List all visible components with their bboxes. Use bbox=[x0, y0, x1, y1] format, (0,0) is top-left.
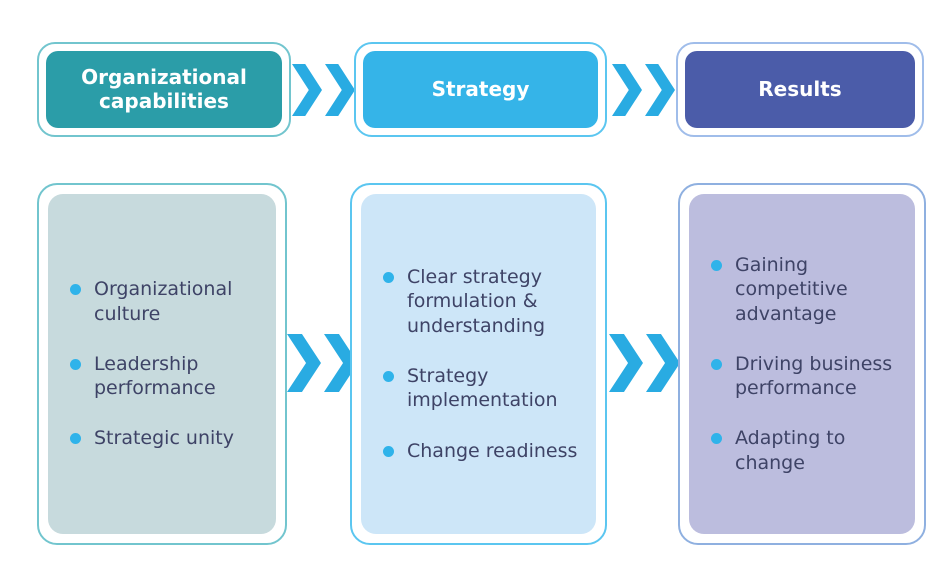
chevron-right-icon bbox=[292, 64, 322, 116]
list-item-label: Driving business performance bbox=[735, 352, 893, 400]
list-item: Gaining competitive advantage bbox=[711, 253, 905, 326]
bullet-dot-icon bbox=[383, 371, 394, 382]
list-item: Leadership performance bbox=[70, 352, 266, 401]
chevron-right-icon bbox=[645, 64, 675, 116]
stage-header-strategy: Strategy bbox=[354, 42, 607, 137]
list-item: Adapting to change bbox=[711, 426, 905, 475]
bullet-dot-icon bbox=[70, 284, 81, 296]
list-item: Strategy implementation bbox=[383, 364, 586, 413]
bullet-list: Organizational culture Leadership perfor… bbox=[48, 194, 276, 534]
chevron-right-icon bbox=[612, 64, 642, 116]
stage-header-label: Strategy bbox=[363, 51, 598, 128]
list-item-label: Organizational culture bbox=[94, 278, 233, 325]
list-item: Change readiness bbox=[383, 439, 586, 463]
list-item-label: Change readiness bbox=[407, 439, 578, 462]
stage-header-organizational-capabilities: Organizational capabilities bbox=[37, 42, 291, 137]
chevron-right-icon bbox=[646, 334, 680, 392]
list-item-label: Clear strategy formulation & understandi… bbox=[407, 266, 546, 337]
list-item-label: Strategic unity bbox=[94, 427, 234, 450]
bullet-list: Gaining competitive advantage Driving bu… bbox=[689, 194, 915, 534]
stage-header-label: Organizational capabilities bbox=[46, 51, 282, 128]
bullet-list: Clear strategy formulation & understandi… bbox=[361, 194, 596, 534]
list-item: Driving business performance bbox=[711, 352, 905, 401]
list-item-label: Strategy implementation bbox=[407, 365, 558, 412]
list-item-label: Leadership performance bbox=[94, 352, 216, 400]
double-chevron-icon bbox=[612, 64, 675, 116]
chevron-right-icon bbox=[609, 334, 643, 392]
list-item: Clear strategy formulation & understandi… bbox=[383, 265, 586, 338]
chevron-right-icon bbox=[287, 334, 321, 392]
detail-panel-results: Gaining competitive advantage Driving bu… bbox=[678, 183, 926, 545]
bullet-dot-icon bbox=[711, 259, 722, 271]
double-chevron-icon bbox=[292, 64, 355, 116]
stage-header-results: Results bbox=[676, 42, 924, 137]
bullet-dot-icon bbox=[383, 272, 394, 284]
bullet-dot-icon bbox=[70, 433, 81, 445]
list-item-label: Gaining competitive advantage bbox=[735, 253, 848, 325]
double-chevron-icon bbox=[287, 334, 358, 392]
bullet-dot-icon bbox=[70, 358, 81, 370]
bullet-dot-icon bbox=[383, 445, 394, 457]
list-item-label: Adapting to change bbox=[735, 427, 846, 474]
list-item: Strategic unity bbox=[70, 426, 266, 450]
list-item: Organizational culture bbox=[70, 277, 266, 326]
bullet-dot-icon bbox=[711, 433, 722, 445]
stage-header-label: Results bbox=[685, 51, 915, 128]
detail-panel-organizational-capabilities: Organizational culture Leadership perfor… bbox=[37, 183, 287, 545]
chevron-right-icon bbox=[325, 64, 355, 116]
bullet-dot-icon bbox=[711, 358, 722, 370]
double-chevron-icon bbox=[609, 334, 680, 392]
detail-panel-strategy: Clear strategy formulation & understandi… bbox=[350, 183, 607, 545]
